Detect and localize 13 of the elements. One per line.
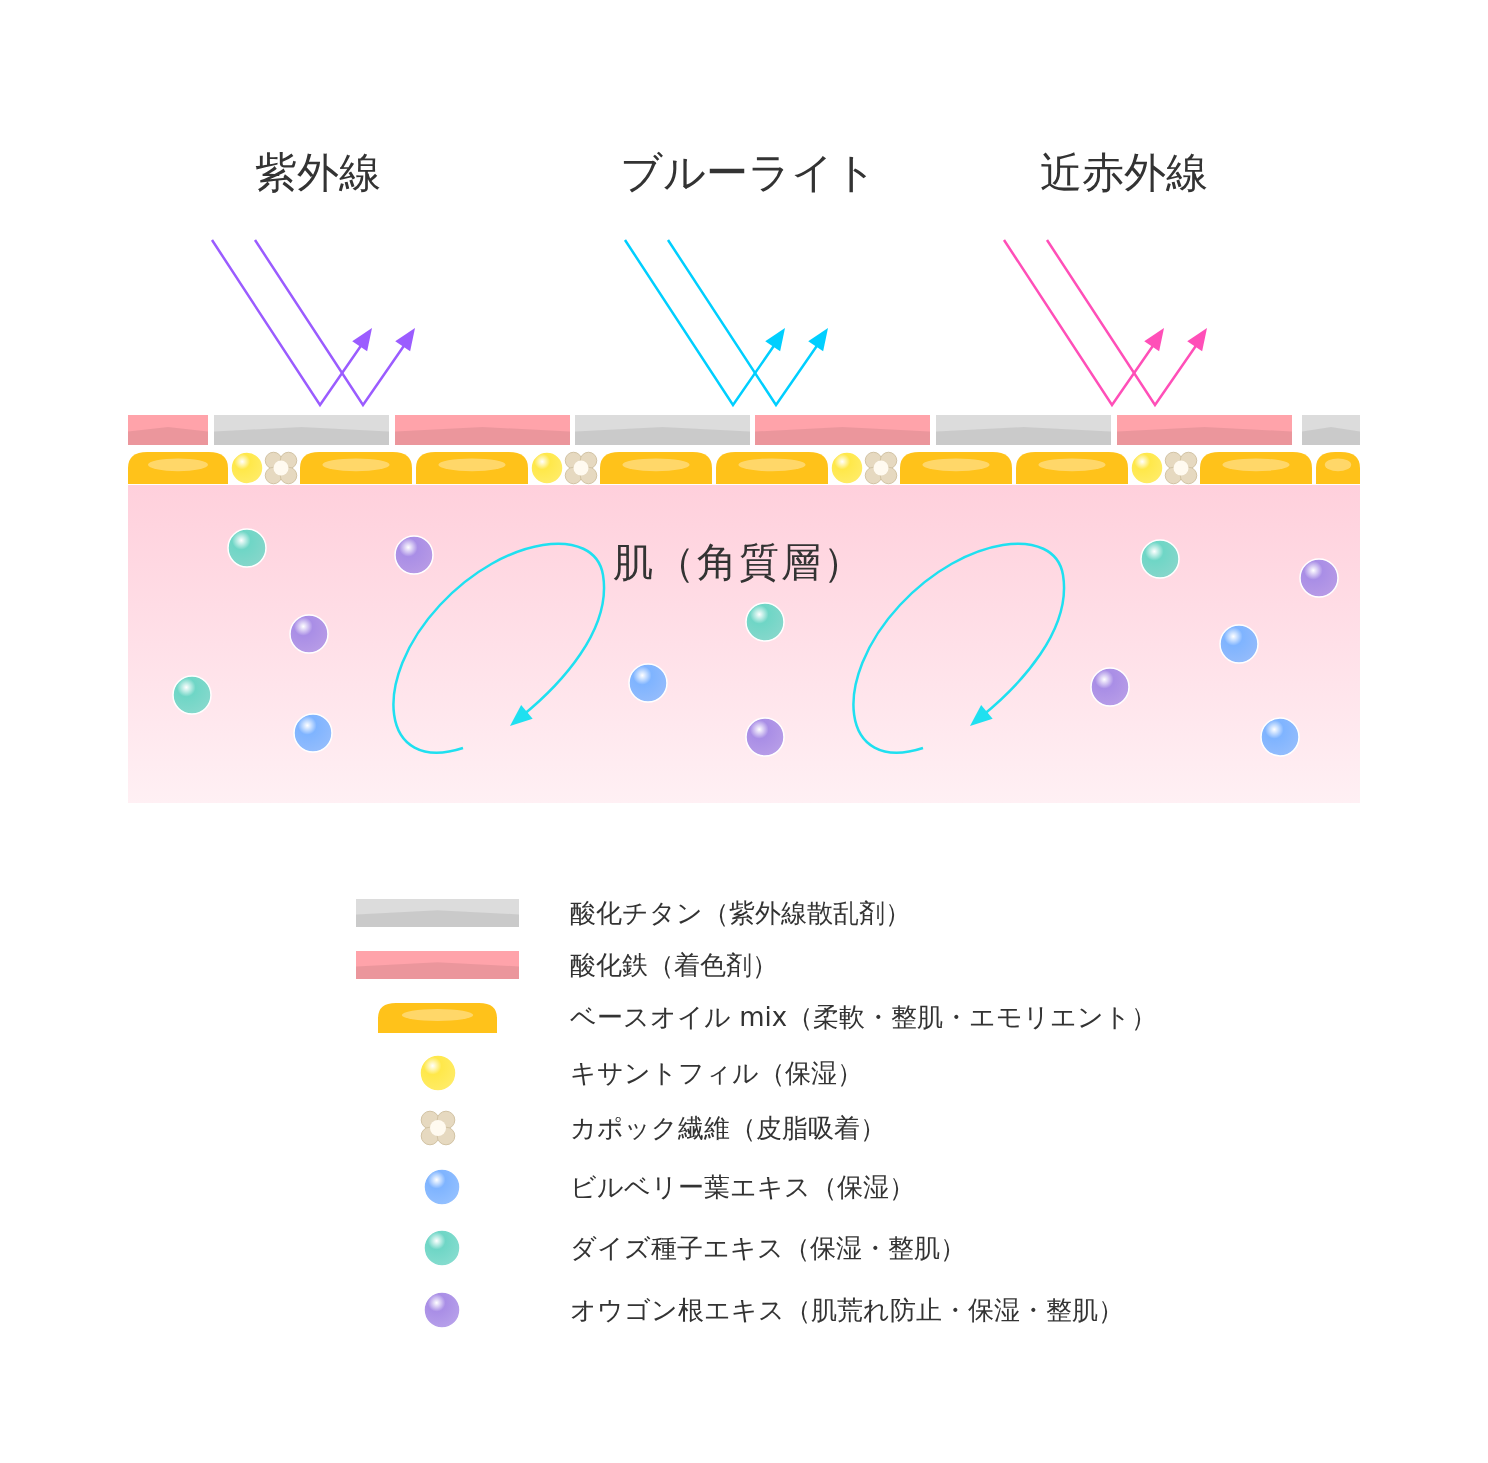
legend-text: ベースオイル mix（柔軟・整肌・エモリエント）	[570, 1001, 1158, 1034]
legend-text: カポック繊維（皮脂吸着）	[570, 1112, 886, 1145]
legend-text: 酸化チタン（紫外線散乱剤）	[570, 897, 911, 930]
layer-label: 肌（角質層）	[613, 538, 865, 587]
legend-text: 酸化鉄（着色剤）	[570, 949, 778, 982]
ray-label: 紫外線	[255, 147, 381, 199]
legend-text: オウゴン根エキス（肌荒れ防止・保湿・整肌）	[570, 1294, 1124, 1327]
ray-label: 近赤外線	[1040, 147, 1208, 199]
legend-text: ダイズ種子エキス（保湿・整肌）	[570, 1232, 966, 1265]
legend-text: キサントフィル（保湿）	[570, 1057, 863, 1090]
legend-text: ビルベリー葉エキス（保湿）	[570, 1171, 915, 1204]
skin-layer	[128, 485, 1360, 803]
ray-label: ブルーライト	[620, 147, 877, 199]
